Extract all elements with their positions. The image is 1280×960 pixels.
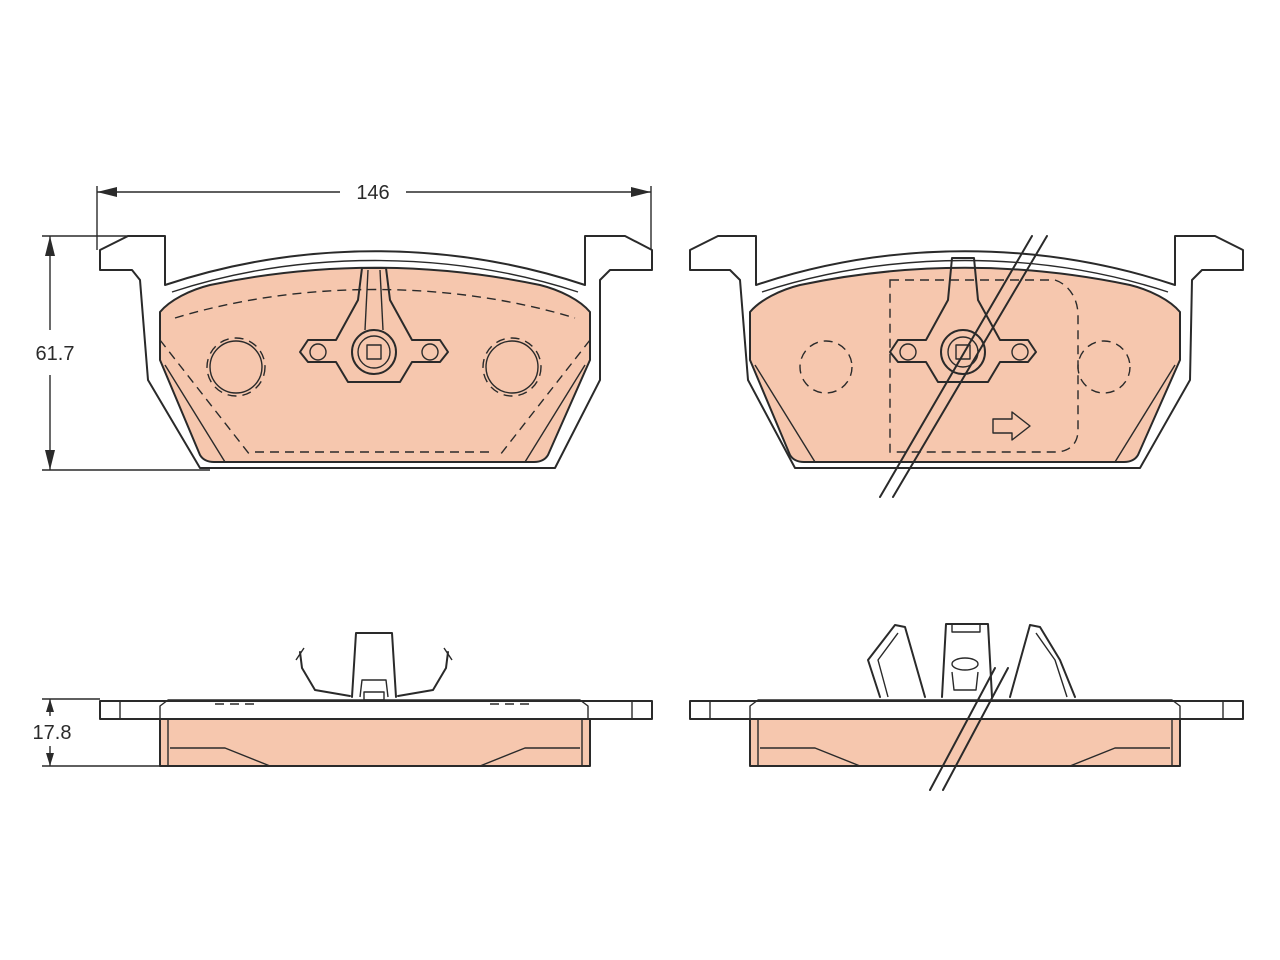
side-view-right [689, 623, 1244, 791]
width-label: 146 [356, 182, 389, 204]
friction-material-side-right [749, 718, 1181, 767]
front-view-pad [99, 235, 653, 469]
thickness-label: 17.8 [33, 722, 72, 744]
friction-material-rear [749, 266, 1181, 463]
friction-material-front [159, 266, 591, 463]
height-dimension: 61.7 [36, 235, 210, 471]
thickness-dimension: 17.8 [33, 698, 160, 767]
width-dimension: 146 [96, 182, 652, 250]
friction-material-side-left [159, 718, 591, 767]
height-label: 61.7 [36, 343, 75, 365]
side-view-left [99, 632, 653, 767]
rear-view-pad [689, 235, 1244, 498]
